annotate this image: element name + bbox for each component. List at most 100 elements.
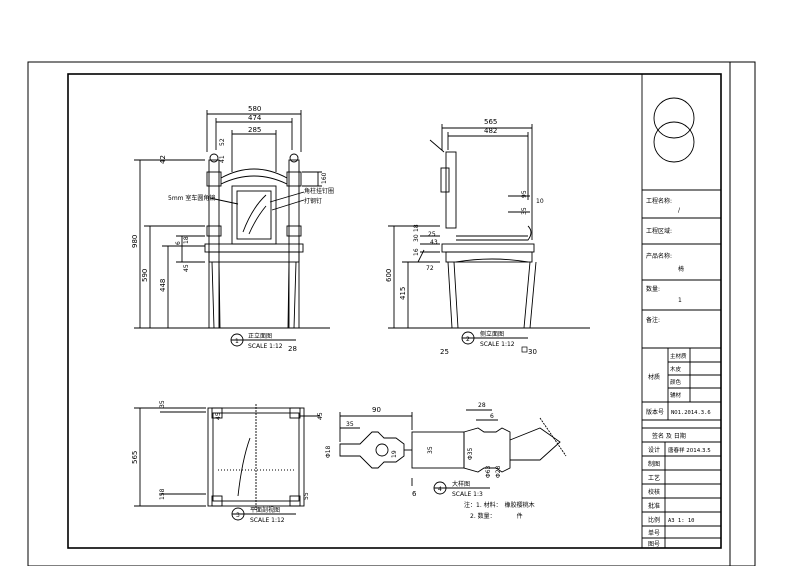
view-1-number: 1 [235, 338, 239, 345]
dim-plan-35: 35 [159, 400, 166, 408]
tb-row-draw-label: 制图 [648, 460, 660, 468]
side-dims-text: 565 482 600 415 30 18 16 25 95 10 43 35 … [385, 118, 544, 356]
leg-collar [411, 431, 465, 469]
dim-detail-90: 90 [372, 406, 381, 414]
plan-section [134, 404, 320, 510]
dim-30-bottom: 30 [528, 348, 537, 356]
mirror-reflection-2 [248, 205, 267, 235]
crest-rail [220, 168, 288, 179]
dim-95: 95 [521, 190, 528, 198]
tb-quantity-value: 1 [678, 297, 682, 304]
dim-42: 42 [159, 155, 167, 164]
rear-leg [447, 261, 459, 329]
detail-dims-text: 90 35 28 6 Φ18 19 35 Φ63 Φ28 Φ35 6 [325, 402, 502, 498]
detail-view-caption: 4 大样图 SCALE 1:3 注：1. 材料： 橡胶樱桃木 2. 数量： 件 [433, 480, 535, 520]
view-2-number: 2 [466, 336, 470, 343]
dim-detail-19: 19 [391, 450, 398, 458]
dim-590: 590 [141, 269, 149, 282]
side-apron [445, 251, 533, 263]
logo-circle-top [653, 97, 695, 139]
tb-project-area-label: 工程区域: [646, 227, 672, 235]
dim-285: 285 [248, 126, 261, 134]
tb-project-name-value: / [678, 207, 681, 214]
view-4-number: 4 [438, 486, 442, 493]
apron [208, 251, 300, 263]
front-leg-side [523, 261, 537, 329]
view-4-scale: SCALE 1:3 [452, 491, 483, 498]
dim-detail-phi63: Φ63 [485, 465, 492, 478]
dim-25: 25 [440, 348, 449, 356]
title-block [641, 74, 721, 548]
dim-10: 10 [536, 198, 544, 205]
dim-16: 16 [413, 248, 420, 256]
dim-72: 72 [426, 265, 434, 272]
tb-materials-label: 材质 [648, 373, 660, 381]
left-post-block [206, 171, 222, 187]
side-view-caption: 2 侧立面图 SCALE 1:12 [461, 330, 528, 348]
back-frame [231, 185, 277, 245]
dim-detail-phi18: Φ18 [325, 445, 332, 458]
tb-version-value: NO1.2014.3.6 [671, 410, 711, 416]
dim-detail-28: 28 [478, 402, 486, 409]
dim-52: 52 [219, 138, 226, 146]
dim-plan-158: 158 [159, 488, 166, 500]
tb-row-craft-label: 工艺 [648, 474, 660, 482]
tb-material-color: 颜色 [670, 378, 682, 386]
tb-material-main: 主材质 [670, 352, 687, 360]
dim-detail-phi35: Φ35 [467, 447, 474, 460]
plan-dims-text: 565 35 45 45 158 55 [131, 400, 324, 500]
tb-material-aux: 辅材 [670, 391, 682, 399]
back-mirror [236, 190, 272, 240]
dim-160: 160 [321, 172, 328, 184]
arm [456, 225, 532, 241]
outer-border [27, 61, 756, 566]
note-steel-nail: 打钢钉 [304, 197, 322, 205]
dim-plan-45b: 45 [317, 412, 324, 420]
tb-quantity-label: 数量: [646, 285, 660, 293]
side-stretcher [455, 258, 529, 263]
tb-product-name-label: 产品名称: [646, 252, 672, 260]
dim-detail-35: 35 [346, 421, 354, 428]
tb-row-order-label: 单号 [648, 529, 660, 537]
detail-note-quantity: 2. 数量： 件 [470, 512, 523, 520]
dim-35: 35 [521, 207, 528, 215]
back-post [445, 151, 457, 229]
dim-580: 580 [248, 105, 261, 113]
note-mirror: 5mm 室车圆角镜 [168, 194, 215, 202]
crest-rail-inner [220, 175, 288, 185]
view-3-scale: SCALE 1:12 [250, 517, 285, 524]
title-block-text: 工程名称: / 工程区域: 产品名称: 椅 数量: 1 备注: 材质 主材质 木… [646, 197, 711, 548]
view-4-title: 大样图 [452, 480, 470, 488]
left-post-collar [206, 225, 222, 237]
tb-material-veneer: 木皮 [670, 365, 682, 373]
logo-circle-bottom [653, 121, 695, 163]
left-finial [209, 153, 219, 163]
dim-28: 28 [288, 345, 297, 353]
tb-remarks-label: 备注: [646, 316, 660, 324]
dim-474: 474 [248, 114, 262, 122]
leg-taper [509, 427, 561, 461]
dim-45: 45 [183, 264, 190, 272]
leg-profile-right [463, 427, 511, 473]
turned-leg-detail [339, 409, 567, 486]
view-1-scale: SCALE 1:12 [248, 343, 283, 350]
dim-980: 980 [131, 235, 139, 248]
dim-25-top: 25 [428, 231, 436, 238]
tb-row-approve-label: 批准 [648, 502, 660, 510]
right-post-collar [286, 225, 302, 237]
view-3-number: 3 [236, 512, 240, 519]
back-block [440, 167, 450, 193]
view-3-title: 平面剖视图 [250, 506, 280, 514]
tb-product-name-value: 椅 [678, 265, 684, 273]
tb-row-scale-value: A3 1: 10 [668, 518, 695, 524]
side-seat [441, 243, 535, 253]
dim-plan-55: 55 [303, 492, 310, 500]
detail-note-material: 注：1. 材料： 橡胶樱桃木 [464, 501, 535, 509]
front-dims-text: 580 474 285 980 590 448 42 160 52 41 6 4… [131, 105, 334, 353]
view-2-title: 侧立面图 [480, 330, 504, 338]
front-view-caption: 1 正立面图 SCALE 1:12 [230, 332, 296, 350]
mirror-reflection [242, 194, 267, 233]
tb-project-name-label: 工程名称: [646, 197, 672, 205]
dim-6: 6 [175, 241, 182, 245]
